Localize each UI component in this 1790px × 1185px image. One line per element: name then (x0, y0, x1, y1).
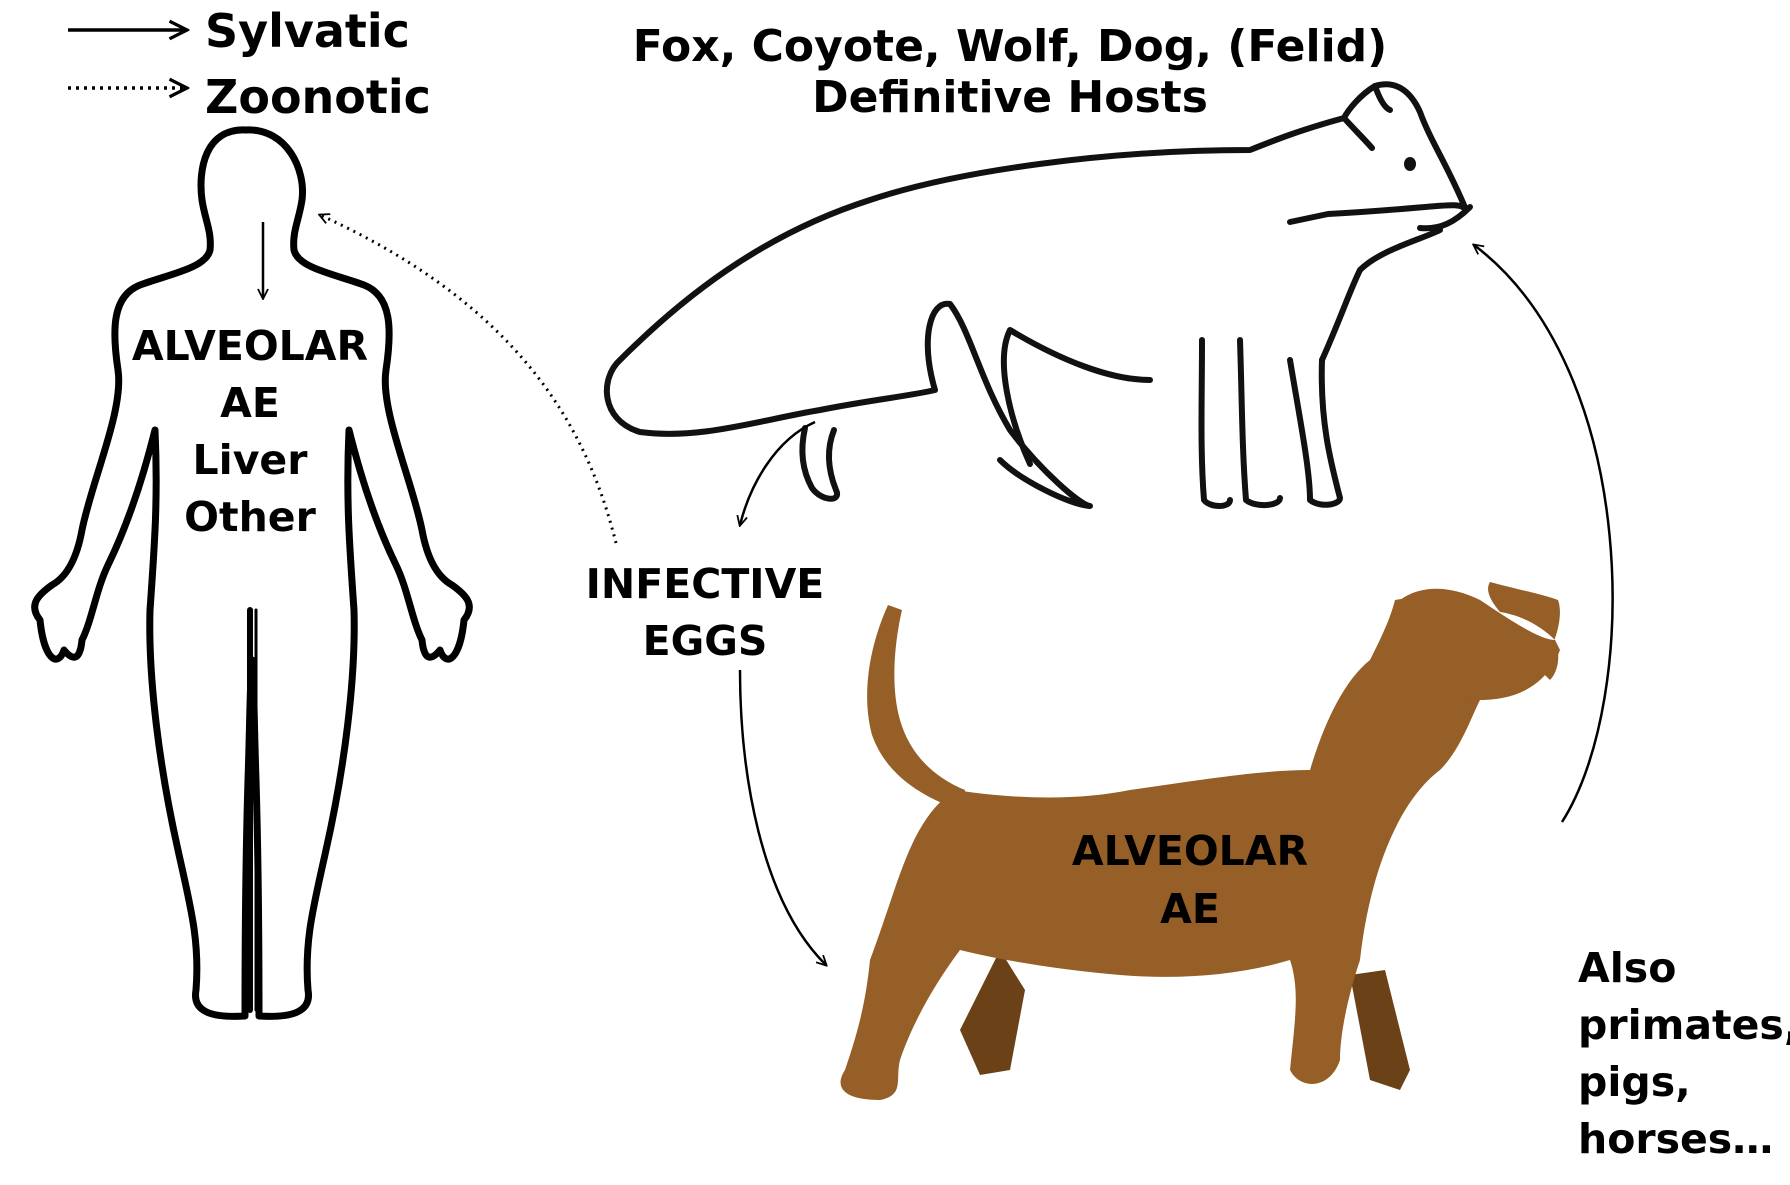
definitive-hosts-heading: Definitive Hosts (590, 73, 1430, 124)
other-hosts-line: horses… (1578, 1111, 1790, 1168)
fox-eye-icon (1404, 157, 1416, 171)
legend-zoonotic-label: Zoonotic (205, 70, 431, 124)
fox-outline-icon (607, 84, 1470, 506)
human-body-outline-icon (35, 130, 470, 1016)
human-label-line: AE (110, 375, 390, 432)
legend-sylvatic-label: Sylvatic (205, 4, 410, 58)
human-label-line: ALVEOLAR (110, 318, 390, 375)
human-disease-label: ALVEOLAR AE Liver Other (110, 318, 390, 546)
intermediate-host-disease-label: ALVEOLAR AE (1040, 822, 1340, 938)
other-hosts-line: primates, (1578, 997, 1790, 1054)
eggs-label-line: INFECTIVE (560, 556, 850, 613)
other-hosts-line: Also (1578, 940, 1790, 997)
dog-label-line: ALVEOLAR (1040, 822, 1340, 880)
other-hosts-label: Also primates, pigs, horses… (1578, 940, 1790, 1168)
eggs-label-line: EGGS (560, 613, 850, 670)
dog-label-line: AE (1040, 880, 1340, 938)
definitive-hosts-species: Fox, Coyote, Wolf, Dog, (Felid) (590, 22, 1430, 73)
infective-eggs-label: INFECTIVE EGGS (560, 556, 850, 670)
eggs-to-dog-arrow-icon (740, 670, 826, 965)
human-label-line: Liver (110, 432, 390, 489)
definitive-hosts-title: Fox, Coyote, Wolf, Dog, (Felid) Definiti… (590, 22, 1430, 123)
dog-to-fox-arrow-icon (1474, 245, 1613, 822)
other-hosts-line: pigs, (1578, 1054, 1790, 1111)
human-label-line: Other (110, 489, 390, 546)
